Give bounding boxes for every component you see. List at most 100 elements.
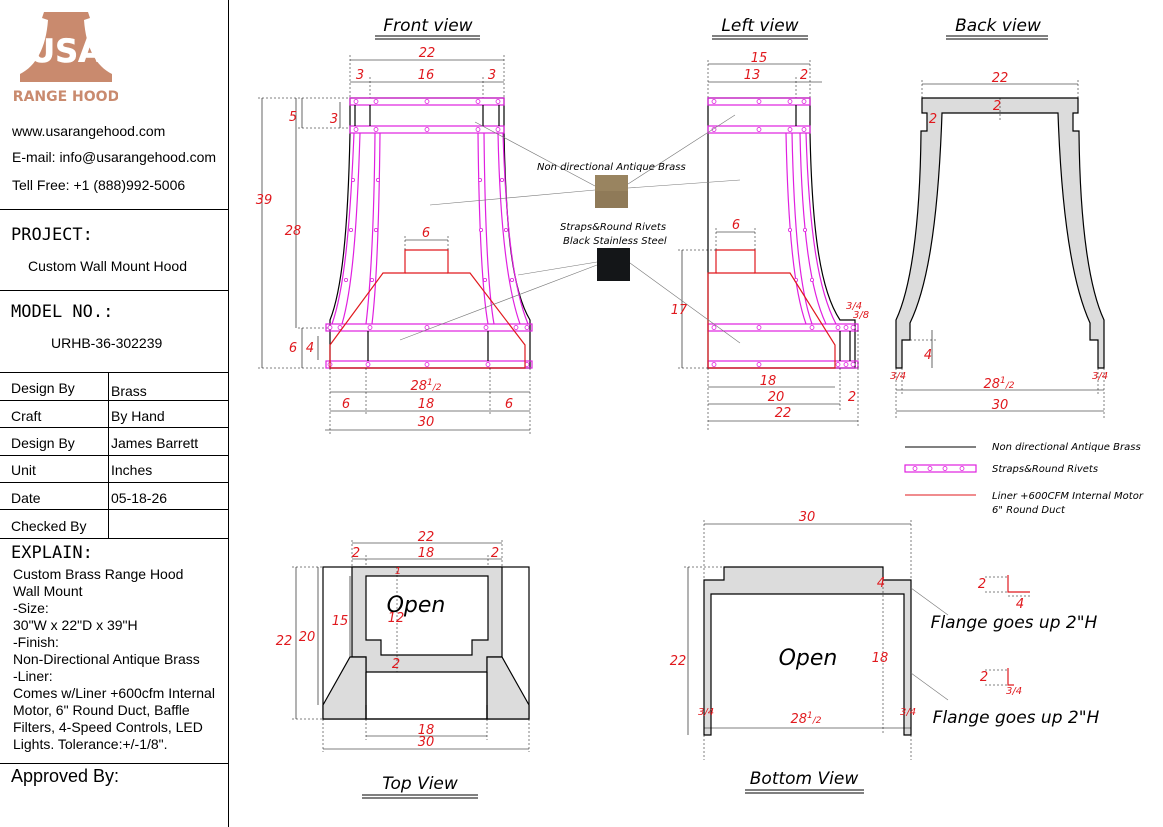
dim-label: 15 (332, 614, 349, 629)
dim-label: 6 (505, 397, 513, 412)
dim-label: 6 (422, 226, 430, 241)
spec-label: Checked By (11, 518, 87, 534)
project-value: Custom Wall Mount Hood (28, 258, 187, 274)
legend-straps: Straps&Round Rivets (992, 464, 1098, 475)
brand-logo: USA RANGE HOOD (14, 12, 118, 105)
model-label: MODEL NO.: (11, 302, 114, 322)
spec-value: James Barrett (111, 435, 199, 451)
dim-fraction: 281/2 (410, 378, 441, 394)
dim-fraction: 3/4 (900, 707, 916, 718)
rivets (327, 99, 530, 367)
explain-line: Comes w/Liner +600cfm Internal (13, 685, 215, 701)
black-steel-swatch (597, 248, 630, 281)
spec-label: Design By (11, 380, 75, 396)
dim-label: 2 (392, 657, 400, 672)
dim-label: 2 (352, 546, 360, 561)
explain-line: -Size: (13, 600, 49, 616)
approved-label: Approved By: (11, 766, 120, 786)
dim-fraction: 281/2 (790, 711, 821, 727)
explain-line: Wall Mount (13, 583, 83, 599)
explain-line: 30"W x 22"D x 39"H (13, 617, 138, 633)
explain-line: -Liner: (13, 668, 53, 684)
dim-label: 2 (980, 670, 988, 685)
dim-label: 22 (992, 71, 1009, 86)
flange-note: Flange goes up 2"H (933, 708, 1100, 728)
dim-fraction: 3/4 (846, 301, 862, 312)
dim-label: 2 (978, 577, 986, 592)
dim-label: 2 (929, 112, 937, 127)
dim-label: 30 (799, 510, 816, 525)
dim-label: 22 (670, 654, 687, 669)
dim-label: 20 (299, 630, 316, 645)
flange-note: Flange goes up 2"H (931, 613, 1098, 633)
dim-label: 12 (388, 611, 405, 626)
dim-fraction: 3/4 (698, 707, 714, 718)
dim-label: 22 (418, 530, 435, 545)
material-steel-label: Black Stainless Steel (563, 236, 667, 247)
explain-line: Lights. Tolerance:+/-1/8". (13, 736, 168, 752)
spec-label: Unit (11, 462, 36, 478)
dim-label: 13 (744, 68, 761, 83)
website-link[interactable]: www.usarangehood.com (12, 123, 166, 139)
back-profile (895, 97, 1105, 369)
model-value: URHB-36-302239 (51, 335, 163, 351)
dim-label: 6 (289, 341, 297, 356)
dim-label: 18 (872, 651, 889, 666)
open-label: Open (779, 646, 838, 671)
dim-fraction: 281/2 (983, 376, 1014, 392)
back-view: Back view 22 2 2 4 3/4 281/2 3/4 30 (890, 16, 1108, 418)
dim-label: 5 (289, 110, 297, 125)
dim-label: 4 (924, 348, 932, 363)
dim-label: 18 (760, 374, 777, 389)
divider (0, 763, 228, 764)
spec-label: Craft (11, 408, 42, 424)
bottom-view-title: Bottom View (750, 769, 859, 789)
divider (0, 509, 228, 510)
dim-fraction: 3/4 (1006, 686, 1022, 697)
dim-label: 3 (488, 68, 496, 83)
explain-line: -Finish: (13, 634, 59, 650)
back-view-title: Back view (955, 16, 1041, 36)
explain-line: Non-Directional Antique Brass (13, 651, 200, 667)
open-label: Open (387, 593, 446, 618)
legend-liner: Liner +600CFM Internal Motor (992, 491, 1144, 502)
dim-label: 22 (775, 406, 792, 421)
dim-label: 3 (330, 112, 338, 127)
dim-label: 3 (356, 68, 364, 83)
dim-label: 2 (848, 390, 856, 405)
dim-label: 6 (342, 397, 350, 412)
spec-value: 05-18-26 (111, 490, 168, 506)
dim-label: 30 (992, 398, 1009, 413)
dim-label: 17 (671, 303, 688, 318)
divider (0, 455, 228, 456)
dim-label: 39 (256, 193, 273, 208)
left-view-title: Left view (721, 16, 798, 36)
logo-text: USA (29, 32, 103, 70)
dim-label: 20 (768, 390, 785, 405)
dim-label: 22 (276, 634, 293, 649)
legend-brass: Non directional Antique Brass (992, 442, 1141, 453)
explain-line: Motor, 6" Round Duct, Baffle (13, 702, 190, 718)
explain-label: EXPLAIN: (11, 543, 93, 563)
dim-label: 2 (993, 99, 1001, 114)
dim-label: 18 (418, 546, 435, 561)
explain-line: Filters, 4-Speed Controls, LED (13, 719, 203, 735)
dim-label: 4 (877, 576, 885, 591)
material-straps-label: Straps&Round Rivets (560, 222, 666, 233)
divider (0, 290, 228, 291)
dim-label: 28 (285, 224, 302, 239)
project-label: PROJECT: (11, 225, 93, 245)
divider (0, 400, 228, 401)
dim-label: 6 (732, 218, 740, 233)
bottom-view: 30 Open 4 18 22 3/4 281/2 3/4 2 4 Flange… (670, 510, 1100, 794)
logo-subtext: RANGE HOOD (14, 89, 118, 105)
spec-value: By Hand (111, 408, 165, 424)
dim-fraction: 3/4 (890, 371, 906, 382)
dim-label: 4 (1016, 597, 1024, 612)
email-text[interactable]: E-mail: info@usarangehood.com (12, 149, 217, 165)
legend: Non directional Antique Brass Straps&Rou… (904, 442, 1144, 516)
left-view: Left view 15 13 2 (671, 16, 869, 430)
dim-fraction: 3/4 (1092, 371, 1108, 382)
divider (0, 209, 228, 210)
dim-fraction: 3/8 (853, 310, 869, 321)
